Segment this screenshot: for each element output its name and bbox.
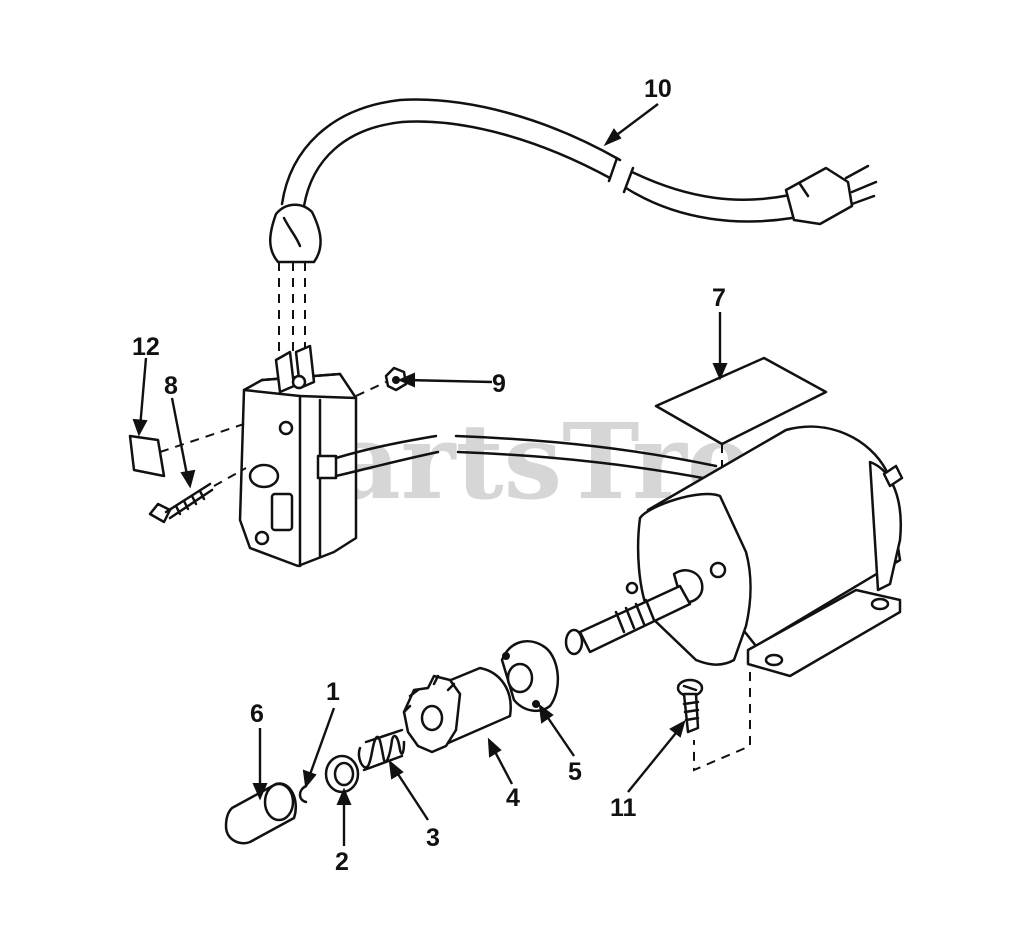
power-cord — [269, 98, 878, 264]
switch-box — [238, 344, 358, 568]
callout-6: 6 — [250, 700, 264, 728]
callout-2: 2 — [335, 848, 349, 876]
retaining-ring — [298, 784, 308, 804]
callout-12: 12 — [132, 333, 160, 361]
decal — [128, 434, 166, 478]
callout-7: 7 — [712, 284, 726, 312]
callout-10: 10 — [644, 75, 672, 103]
pinion-gear — [402, 666, 512, 754]
callout-8: 8 — [164, 372, 178, 400]
callout-11: 11 — [610, 794, 637, 822]
callout-5: 5 — [568, 758, 582, 786]
callout-labels: 10 7 9 12 8 1 6 2 3 4 5 11 — [132, 75, 726, 876]
motor — [564, 425, 904, 678]
callout-1: 1 — [326, 678, 340, 706]
mounting-screw — [676, 678, 704, 734]
cap — [224, 782, 297, 845]
label — [654, 356, 828, 446]
callout-3: 3 — [426, 824, 440, 852]
callout-4: 4 — [506, 784, 520, 812]
screw — [148, 482, 214, 524]
thrust-washer — [324, 754, 360, 794]
motor-wire — [334, 434, 718, 482]
spring — [357, 728, 406, 772]
leaders — [132, 103, 728, 846]
alignment-lines-connector — [278, 262, 306, 352]
alignment-lines-box — [159, 381, 387, 487]
alignment-line-foot — [693, 672, 751, 772]
drive-end-cap — [500, 640, 560, 713]
callout-9: 9 — [492, 370, 506, 398]
